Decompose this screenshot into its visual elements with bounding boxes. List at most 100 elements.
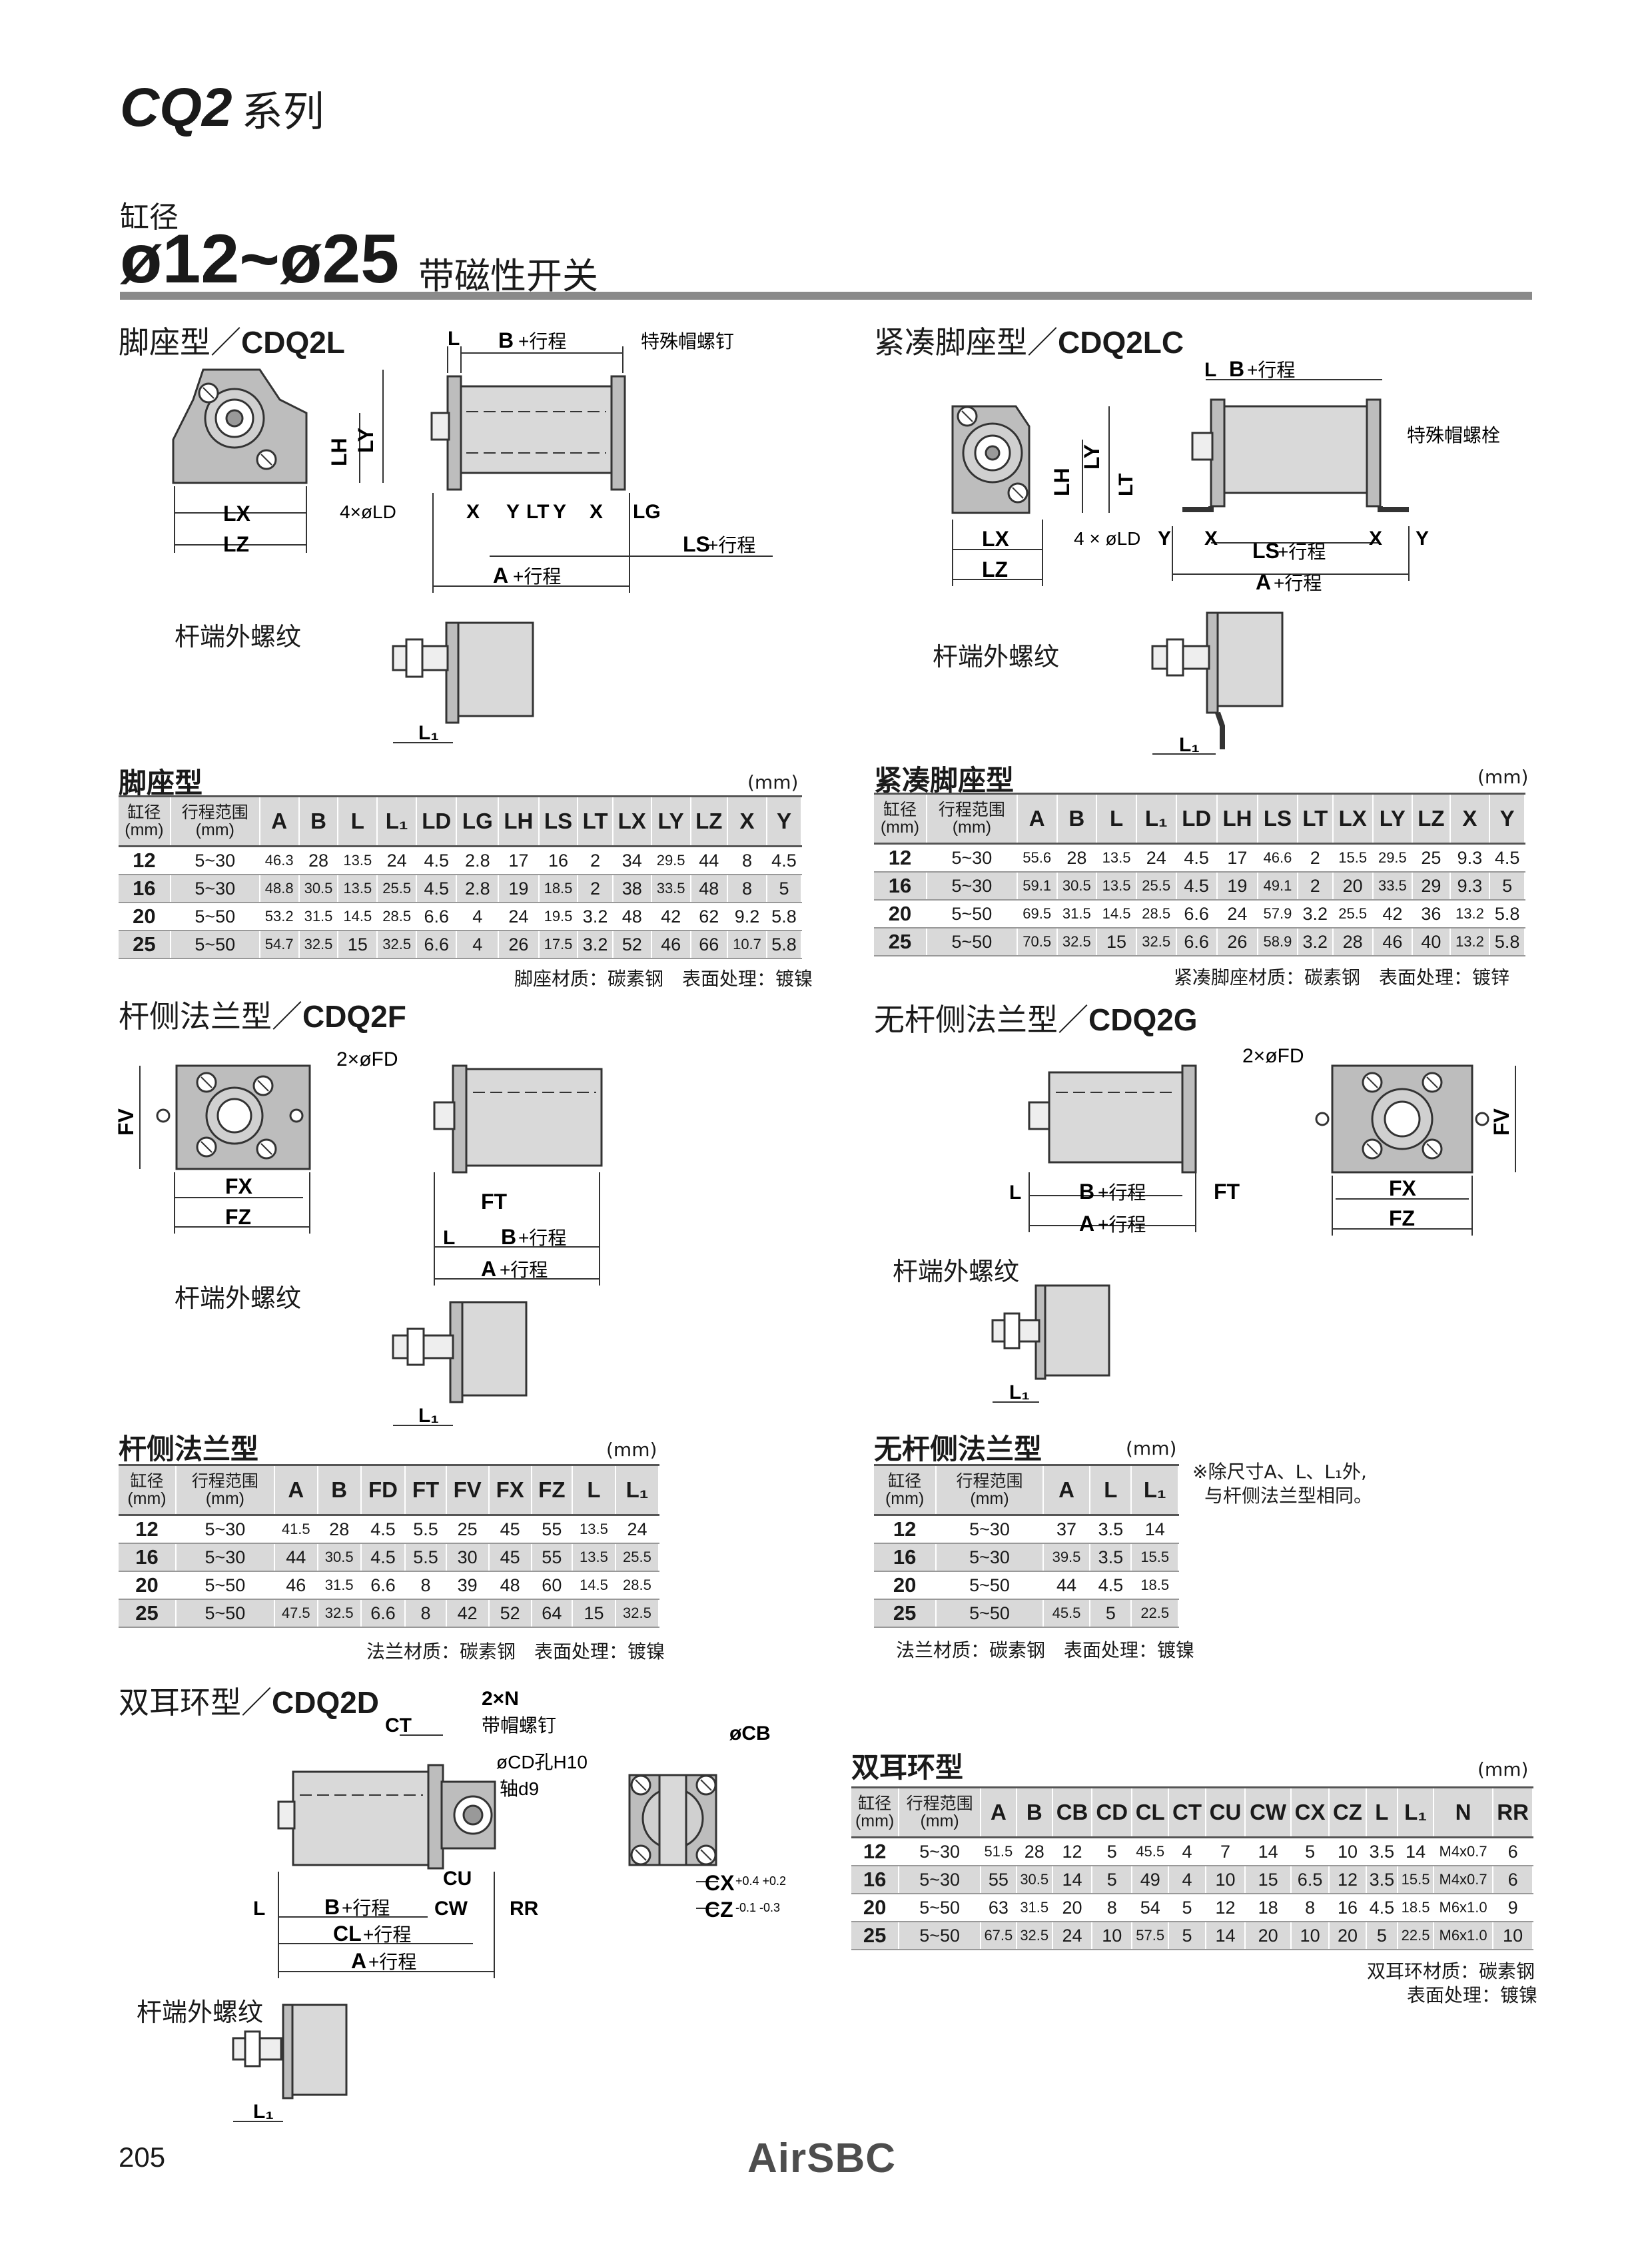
cell-bore: 20 [851, 1894, 900, 1922]
svg-text:LY: LY [354, 428, 378, 453]
cell-bore: 16 [874, 872, 927, 901]
cell-bore: 12 [851, 1837, 900, 1866]
cell-stroke: 5~30 [899, 1866, 981, 1894]
svg-text:+行程: +行程 [707, 535, 755, 556]
svg-text:A: A [351, 1949, 366, 1973]
head-flange-front-view [1315, 1064, 1489, 1174]
cell-L₁: 25.5 [377, 875, 418, 903]
cell-LS: 17.5 [538, 931, 579, 959]
cell-LZ: 25 [1412, 843, 1451, 873]
foot-side-dims [432, 346, 773, 593]
svg-text:CZ: CZ [705, 1898, 733, 1922]
cell-LS: 18.5 [538, 875, 579, 903]
svg-text:+行程: +行程 [1274, 573, 1322, 593]
header-L₁: L₁ [1136, 793, 1177, 845]
svg-text:LX: LX [223, 502, 251, 526]
cell-A: 69.5 [1017, 900, 1058, 929]
cell-stroke: 5~30 [175, 1543, 275, 1572]
cell-CB: 12 [1052, 1837, 1093, 1866]
cell-CZ: 20 [1329, 1922, 1367, 1950]
cell-L₁: 15.5 [1398, 1866, 1435, 1894]
head-flange-table-unit: (mm) [1126, 1437, 1177, 1459]
header-FX: FX [488, 1464, 532, 1516]
cell-stroke: 5~30 [926, 843, 1018, 873]
cell-LT: 2 [578, 846, 614, 875]
cell-LD: 4.5 [1176, 843, 1218, 873]
cell-B: 28 [317, 1515, 362, 1544]
cell-B: 31.5 [1016, 1894, 1053, 1922]
cell-L₁: 22.5 [1398, 1922, 1435, 1950]
cell-CB: 24 [1052, 1922, 1093, 1950]
cell-A: 41.5 [274, 1515, 318, 1544]
header-LX: LX [612, 795, 652, 847]
cell-CU: 10 [1205, 1866, 1246, 1894]
cell-N: M6x1.0 [1434, 1894, 1494, 1922]
header-CB: CB [1052, 1786, 1093, 1838]
cell-RR: 9 [1493, 1894, 1533, 1922]
svg-text:FV: FV [114, 1108, 138, 1136]
cell-bore: 20 [874, 900, 927, 929]
svg-text:LZ: LZ [223, 532, 249, 556]
clevis-note-1: 双耳环材质：碳素钢 [1367, 1960, 1535, 1982]
cell-A: 47.5 [274, 1599, 318, 1628]
rod-flange-table-caption: 杆侧法兰型 [119, 1433, 259, 1465]
cell-Y: 5.8 [1489, 900, 1525, 929]
cell-B: 30.5 [1016, 1866, 1053, 1894]
svg-text:L₁: L₁ [1009, 1381, 1030, 1403]
clevis-section-title: 双耳环型／CDQ2D [119, 1684, 380, 1720]
header-stroke: 行程范围(mm) [936, 1464, 1044, 1516]
header-CZ: CZ [1329, 1786, 1367, 1838]
svg-text:FX: FX [225, 1174, 253, 1198]
cell-CD: 5 [1092, 1837, 1133, 1866]
cell-LH: 17 [498, 846, 540, 875]
cell-LS: 19.5 [538, 903, 579, 931]
cell-bore: 12 [119, 1515, 177, 1544]
header-L: L [572, 1464, 616, 1516]
cell-B: 28 [1016, 1837, 1053, 1866]
cell-FD: 4.5 [360, 1543, 406, 1572]
cell-CD: 10 [1092, 1922, 1133, 1950]
page-number: 205 [119, 2141, 166, 2173]
cell-LH: 19 [1216, 872, 1259, 901]
cell-FV: 25 [446, 1515, 490, 1544]
svg-text:+行程: +行程 [1098, 1182, 1146, 1203]
cell-LY: 33.5 [1372, 872, 1414, 901]
cell-L: 3.5 [1366, 1866, 1399, 1894]
cell-LX: 20 [1332, 872, 1374, 901]
cell-A: 44 [274, 1543, 318, 1572]
cell-LS: 58.9 [1258, 928, 1298, 956]
svg-text:B: B [1079, 1180, 1094, 1204]
svg-text:+行程: +行程 [518, 331, 566, 352]
cell-LZ: 40 [1412, 928, 1451, 956]
cell-stroke: 5~30 [899, 1837, 981, 1866]
cell-CD: 8 [1092, 1894, 1133, 1922]
header-L₁: L₁ [377, 795, 418, 847]
svg-text:+行程: +行程 [518, 1228, 566, 1248]
cell-L₁: 25.5 [1136, 872, 1177, 901]
cell-L: 4.5 [1090, 1571, 1132, 1600]
header-bore: 缸径(mm) [874, 793, 927, 845]
cell-CU: 7 [1205, 1837, 1246, 1866]
svg-text:LT: LT [526, 501, 549, 523]
header-B: B [1016, 1786, 1053, 1838]
head-flange-section-title: 无杆侧法兰型／CDQ2G [874, 1002, 1198, 1038]
header-B: B [317, 1464, 362, 1516]
cell-LD: 6.6 [1176, 900, 1218, 929]
svg-text:+行程: +行程 [513, 566, 561, 587]
cell-bore: 25 [874, 1599, 937, 1628]
header-bore: 缸径(mm) [119, 795, 171, 847]
cell-B: 32.5 [298, 931, 339, 959]
cell-CT: 5 [1168, 1894, 1206, 1922]
header-LS: LS [1258, 793, 1298, 845]
cell-FT: 5.5 [405, 1543, 447, 1572]
cell-N: M4x0.7 [1434, 1866, 1494, 1894]
cell-RR: 10 [1493, 1922, 1533, 1950]
cell-stroke: 5~30 [936, 1543, 1044, 1572]
svg-text:L: L [443, 1227, 455, 1249]
cell-LG: 4 [456, 931, 500, 959]
